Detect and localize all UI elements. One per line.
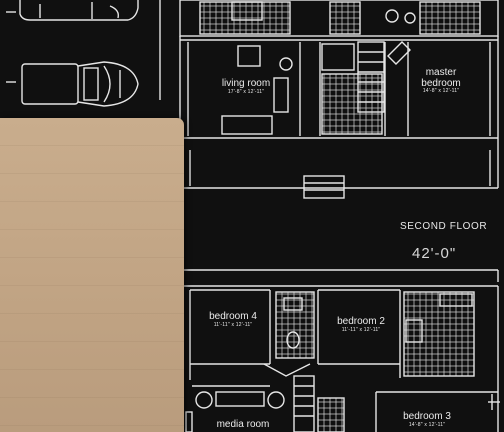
notepad-paper <box>0 118 184 432</box>
room-name: master bedroom <box>421 67 461 89</box>
room-name: bedroom 2 <box>337 316 385 327</box>
media-room-label: media room <box>210 419 276 431</box>
second-floor-plan <box>181 269 500 432</box>
second-floor-heading: SECOND FLOOR <box>400 221 488 232</box>
bedroom-3-label: bedroom 3 14'-8" x 12'-11" <box>396 411 458 428</box>
room-dimensions: 11'-11" x 12'-11" <box>213 321 253 328</box>
living-room-label: living room 17'-8" x 12'-11" <box>210 78 282 95</box>
first-floor-plan <box>159 0 499 199</box>
room-dimensions: 17'-8" x 12'-11" <box>227 88 265 95</box>
truck-drawing <box>6 61 139 107</box>
room-name: living room <box>221 78 271 89</box>
room-name: bedroom 3 <box>403 411 451 422</box>
room-dimensions: 14'-8" x 12'-11" <box>408 421 446 428</box>
bedroom-2-label: bedroom 2 11'-11" x 12'-11" <box>330 316 392 333</box>
master-bedroom-label: master bedroom 14'-8" x 12'-11" <box>410 67 472 94</box>
bedroom-4-label: bedroom 4 11'-11" x 12'-11" <box>202 311 264 328</box>
room-dimensions: 11'-11" x 12'-11" <box>341 326 381 333</box>
room-name: media room <box>216 419 270 430</box>
room-dimensions: 14'-8" x 12'-11" <box>422 88 460 94</box>
car-drawing <box>6 0 139 21</box>
overall-width-dimension: 42'-0" <box>412 245 457 262</box>
room-name: bedroom 4 <box>209 311 257 322</box>
